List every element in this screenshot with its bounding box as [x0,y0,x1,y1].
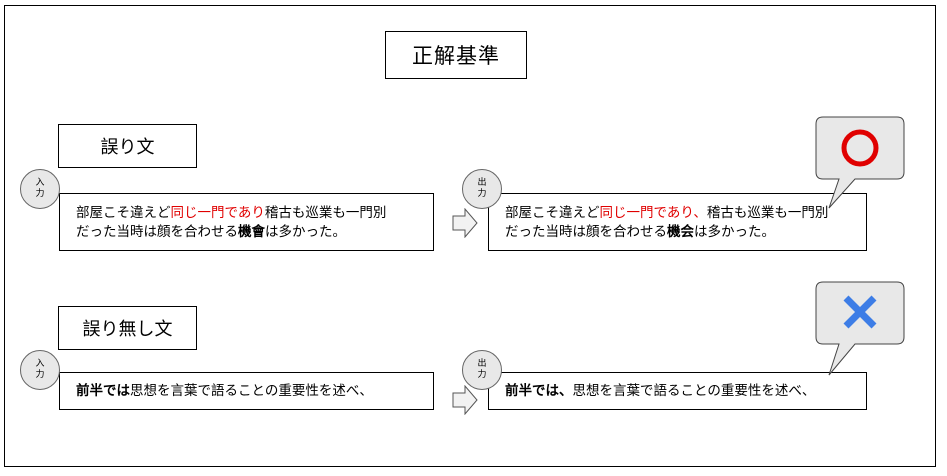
example2-input-line: 前半では思想を言葉で語ることの重要性を述べ、 [76,383,373,399]
example2-output-line: 前半では、思想を言葉で語ることの重要性を述べ、 [505,383,816,399]
arrow-right-icon [452,208,478,238]
cross-mark-icon [843,295,877,329]
error-word: 機會 [238,224,265,240]
callout-incorrect [815,281,905,376]
example1-output-line1: 部屋こそ違えど同じ一門であり、稽古も巡業も一門別 [505,205,829,221]
error-span: 同じ一門であり [170,205,265,221]
arrow-right-icon [452,385,478,415]
example2-input-box: 前半では思想を言葉で語ることの重要性を述べ、 [59,372,434,410]
erroneous-sentence-label: 誤り文 [58,124,197,168]
input-badge-1: 入 力 [20,169,60,209]
input-badge-2: 入 力 [20,350,60,390]
diagram-title: 正解基準 [385,31,527,79]
corrected-span: 同じ一門であり、 [599,205,707,221]
example1-output-box: 部屋こそ違えど同じ一門であり、稽古も巡業も一門別 だった当時は顔を合わせる機会は… [488,193,867,251]
example1-input-box: 部屋こそ違えど同じ一門であり稽古も巡業も一門別 だった当時は顔を合わせる機會は多… [59,193,434,251]
error-free-sentence-label: 誤り無し文 [58,306,197,350]
corrected-word: 機会 [667,224,694,240]
output-badge-1: 出 力 [462,169,502,209]
callout-correct [815,116,905,209]
example2-output-box: 前半では、思想を言葉で語ることの重要性を述べ、 [488,372,867,410]
example1-input-line2: だった当時は顔を合わせる機會は多かった。 [76,224,346,240]
example1-input-line1: 部屋こそ違えど同じ一門であり稽古も巡業も一門別 [76,205,387,221]
example1-output-line2: だった当時は顔を合わせる機会は多かった。 [505,224,775,240]
circle-mark-icon [841,129,879,167]
output-badge-2: 出 力 [462,350,502,390]
diagram-frame [4,5,936,467]
